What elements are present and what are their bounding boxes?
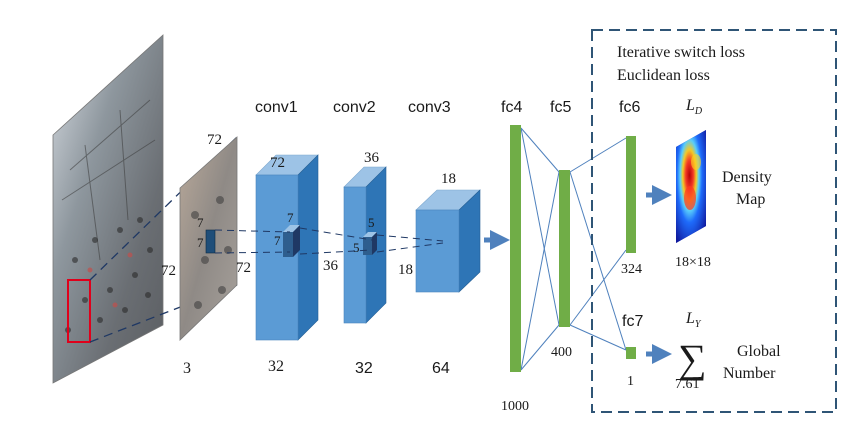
conv1-size-left: 36 <box>323 258 339 274</box>
fc5-units: 400 <box>551 345 572 360</box>
fc7-bar <box>626 347 636 359</box>
conv1-depth: 32 <box>268 358 284 375</box>
conv2-label: conv2 <box>333 99 376 116</box>
conv1-block <box>255 154 319 341</box>
fc4-bar <box>510 125 521 372</box>
patch-kernel-w: 7 <box>197 215 204 230</box>
conv1-size-top: 72 <box>270 155 285 171</box>
conv3-label: conv3 <box>408 99 451 116</box>
fc5-label: fc5 <box>550 99 571 116</box>
loss-line1: Iterative switch loss <box>617 44 745 61</box>
patch-size-left: 72 <box>161 263 176 279</box>
fc6-units: 324 <box>621 262 642 277</box>
patch-selection-box <box>67 279 91 343</box>
conv2-block <box>343 166 387 324</box>
conv2-depth: 32 <box>355 360 373 377</box>
fc6-label: fc6 <box>619 99 640 116</box>
fc5-bar <box>559 170 570 327</box>
conv2-kernel <box>363 232 377 255</box>
global-loss-label: LY <box>685 310 702 330</box>
fc4-units: 1000 <box>501 399 529 414</box>
conv3-block <box>415 189 481 293</box>
conv2-size-top: 36 <box>364 150 380 166</box>
kernel-projection-lines <box>214 227 444 255</box>
density-title-line1: Density <box>722 169 772 186</box>
global-value: 7.61 <box>675 377 700 392</box>
conv3-depth: 64 <box>432 360 450 377</box>
loss-box <box>591 29 837 413</box>
conv1-label: conv1 <box>255 99 298 116</box>
patch-size-bottom: 72 <box>236 260 251 276</box>
fc4-label: fc4 <box>501 99 522 116</box>
conv2-kernel-h: 5 <box>353 240 360 255</box>
sum-symbol: ∑ <box>678 336 707 381</box>
conv1-kernel <box>283 225 300 257</box>
density-map-image <box>676 130 706 243</box>
conv3-size-top: 18 <box>441 171 456 187</box>
density-title-line2: Map <box>736 191 765 208</box>
conv1-kernel-h: 7 <box>274 233 281 248</box>
patch-channels: 3 <box>183 360 191 377</box>
fc7-label: fc7 <box>622 313 643 330</box>
fc6-bar <box>626 136 636 253</box>
conv1-kernel-w: 7 <box>287 210 294 225</box>
patch-kernel <box>205 229 216 254</box>
density-loss-label: LD <box>685 97 703 117</box>
fc7-units: 1 <box>627 374 634 389</box>
global-title-line1: Global <box>737 343 781 360</box>
loss-line2: Euclidean loss <box>617 67 710 84</box>
patch-kernel-h: 7 <box>197 235 204 250</box>
conv2-size-left: 18 <box>398 262 413 278</box>
global-title-line2: Number <box>723 365 776 382</box>
fc-connections <box>520 127 627 371</box>
density-size: 18×18 <box>675 255 711 270</box>
conv2-kernel-w: 5 <box>368 215 375 230</box>
patch-size-top: 72 <box>207 132 222 148</box>
crowd-input-image <box>52 34 164 384</box>
input-patch <box>179 136 238 341</box>
